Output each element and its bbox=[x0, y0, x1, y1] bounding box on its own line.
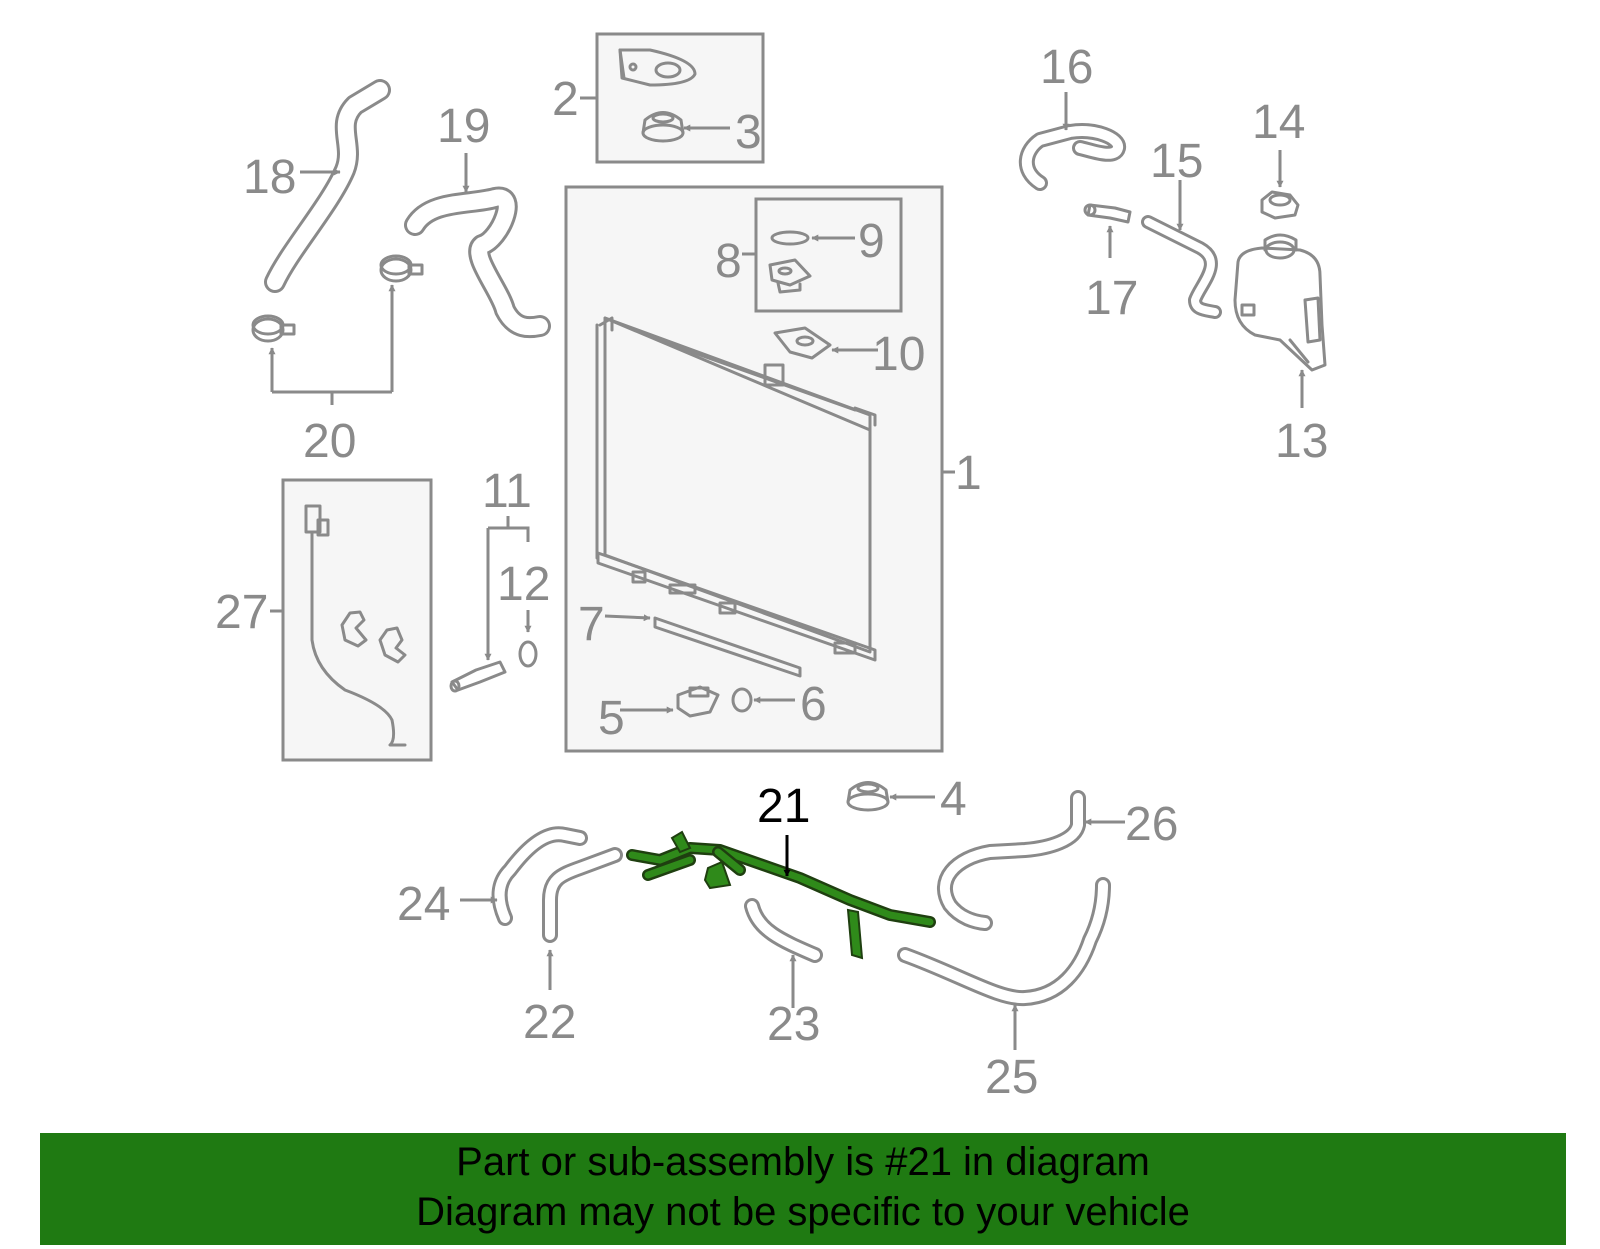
label-part-26: 26 bbox=[1125, 798, 1178, 851]
mount-cushion-part-4[interactable] bbox=[846, 781, 890, 812]
label-part-13: 13 bbox=[1275, 415, 1328, 468]
bracket-part-10[interactable] bbox=[773, 326, 832, 360]
label-part-10: 10 bbox=[872, 328, 925, 381]
hose-part-22[interactable] bbox=[542, 847, 623, 943]
footer-line-disclaimer: Diagram may not be specific to your vehi… bbox=[416, 1190, 1190, 1234]
o-ring-part-12[interactable] bbox=[518, 640, 538, 668]
box-parts-2-3 bbox=[595, 32, 765, 164]
label-part-3: 3 bbox=[735, 106, 762, 159]
parts-diagram: 1 2 3 4 5 6 7 8 9 10 11 12 13 14 15 16 1… bbox=[215, 32, 1328, 1104]
hose-part-26[interactable] bbox=[937, 790, 1086, 931]
footer-banner: Part or sub-assembly is #21 in diagram D… bbox=[40, 1133, 1566, 1245]
footer-line-part-number: Part or sub-assembly is #21 in diagram bbox=[456, 1140, 1150, 1184]
label-part-2: 2 bbox=[552, 73, 579, 126]
label-part-6: 6 bbox=[800, 678, 827, 731]
label-part-19: 19 bbox=[437, 100, 490, 153]
label-part-18: 18 bbox=[243, 151, 296, 204]
label-part-11: 11 bbox=[482, 465, 532, 518]
drain-bolt-part-11[interactable] bbox=[449, 660, 507, 693]
hose-part-16[interactable] bbox=[1018, 123, 1126, 191]
label-part-15: 15 bbox=[1150, 135, 1203, 188]
label-part-17: 17 bbox=[1085, 272, 1138, 325]
o-ring-part-6[interactable] bbox=[731, 687, 753, 713]
hose-clamp-left[interactable] bbox=[251, 314, 296, 343]
label-part-21: 21 bbox=[757, 780, 810, 833]
hose-part-19[interactable] bbox=[404, 186, 551, 339]
label-part-9: 9 bbox=[858, 215, 885, 268]
label-part-14: 14 bbox=[1252, 96, 1305, 149]
label-part-27: 27 bbox=[215, 586, 268, 639]
label-part-12: 12 bbox=[497, 558, 550, 611]
mount-cushion-part-3[interactable] bbox=[641, 111, 685, 143]
label-part-1: 1 bbox=[955, 447, 982, 500]
water-pipe-part-21[interactable] bbox=[626, 830, 936, 960]
hose-clamp-right[interactable] bbox=[379, 254, 424, 283]
seal-part-7[interactable] bbox=[653, 616, 802, 678]
label-part-23: 23 bbox=[767, 998, 820, 1051]
drain-plug-part-5[interactable] bbox=[676, 685, 720, 718]
label-part-24: 24 bbox=[397, 878, 450, 931]
cap-part-8[interactable] bbox=[768, 258, 812, 294]
hose-part-23[interactable] bbox=[744, 898, 823, 963]
harness-part-27[interactable] bbox=[304, 504, 407, 747]
reservoir-cap-part-14[interactable] bbox=[1260, 190, 1300, 220]
hose-part-15[interactable] bbox=[1141, 215, 1222, 319]
label-part-4: 4 bbox=[940, 773, 967, 826]
radiator-part-1[interactable] bbox=[595, 316, 877, 662]
label-part-7: 7 bbox=[578, 598, 605, 651]
o-ring-part-9[interactable] bbox=[770, 230, 810, 246]
label-part-16: 16 bbox=[1040, 41, 1093, 94]
hose-part-25[interactable] bbox=[897, 877, 1111, 1007]
reservoir-tank-part-13[interactable] bbox=[1233, 233, 1327, 372]
fitting-part-17[interactable] bbox=[1083, 203, 1132, 224]
label-part-22: 22 bbox=[523, 996, 576, 1049]
bracket-part-2[interactable] bbox=[618, 48, 697, 87]
label-part-25: 25 bbox=[985, 1051, 1038, 1104]
hose-part-24[interactable] bbox=[491, 826, 588, 926]
label-part-8: 8 bbox=[715, 235, 742, 288]
box-harness-27 bbox=[281, 478, 433, 762]
upper-hose-part-18[interactable] bbox=[264, 79, 391, 293]
label-part-5: 5 bbox=[598, 692, 625, 745]
box-cap-8-9 bbox=[754, 197, 903, 313]
label-part-20: 20 bbox=[303, 415, 356, 468]
